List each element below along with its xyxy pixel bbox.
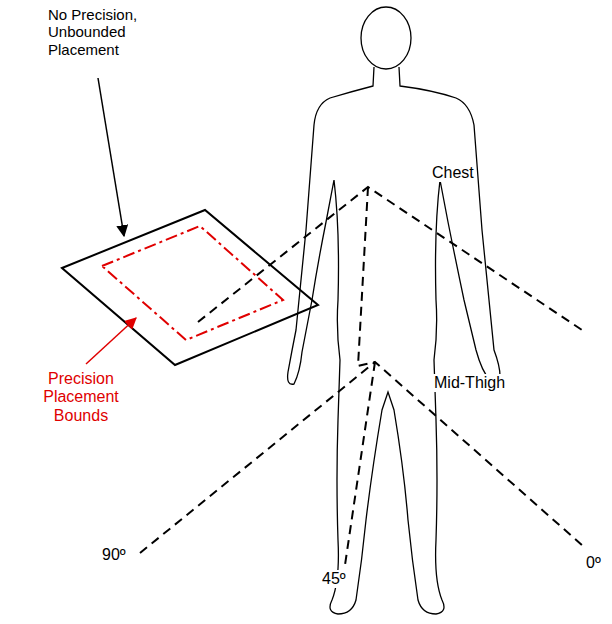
level-label: Mid-Thigh: [432, 374, 507, 392]
callout-label: No Precision, Unbounded Placement: [46, 6, 158, 58]
angle-label: 0º: [584, 554, 603, 572]
callout-label: Precision Placement Bounds: [18, 370, 144, 425]
leader-arrow: [98, 78, 124, 236]
angle-label: 45º: [320, 570, 348, 588]
unbounded-placement-area: [62, 210, 318, 365]
precision-bounds: [102, 226, 283, 340]
angle-label: 90º: [100, 546, 128, 564]
reference-lines: [140, 187, 585, 565]
human-figure: [288, 7, 500, 614]
level-label: Chest: [430, 164, 476, 182]
leader-arrow: [86, 318, 136, 364]
